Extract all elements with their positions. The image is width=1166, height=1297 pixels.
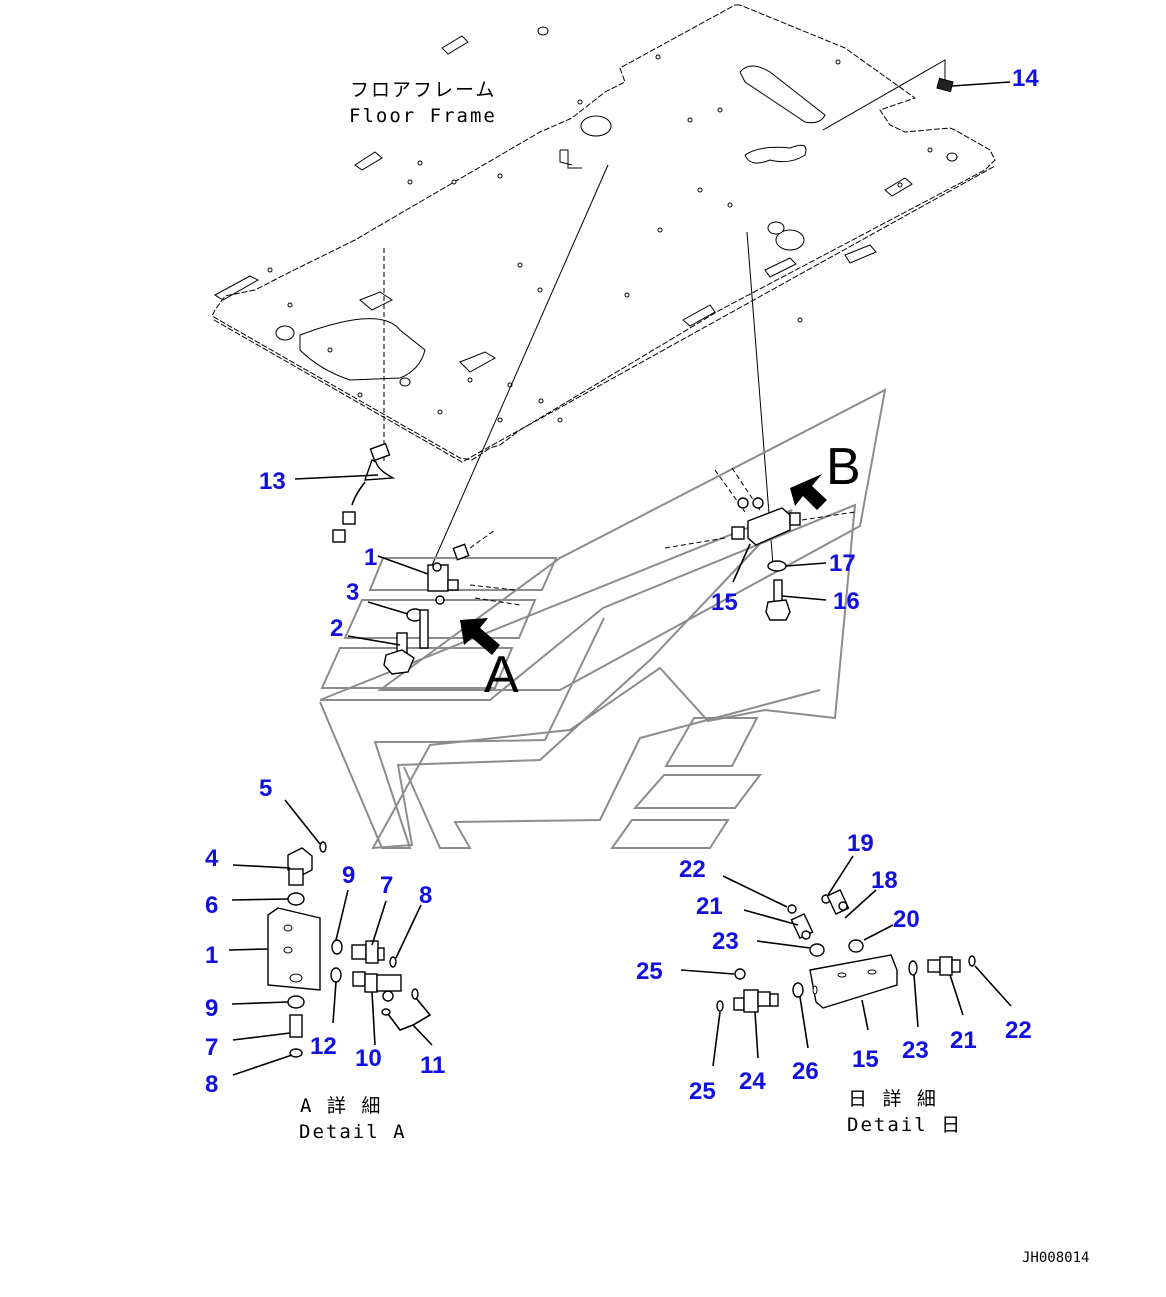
callout-7-lower: 7 [205, 1034, 218, 1061]
centerline [429, 164, 609, 571]
callout-21-right: 21 [950, 1027, 977, 1054]
callout-9-lower: 9 [205, 995, 218, 1022]
callout-23-right: 23 [902, 1037, 929, 1064]
callout-1-detail: 1 [205, 942, 218, 969]
view-letter-a: A [484, 646, 519, 704]
callout-17: 17 [829, 550, 856, 577]
arrow-b-icon [790, 474, 827, 510]
detail-b-caption-en: Detail 日 [847, 1114, 962, 1136]
detail-a [267, 841, 419, 1058]
connector-14 [936, 77, 954, 93]
valve-block-15 [664, 467, 856, 549]
callout-6: 6 [205, 892, 218, 919]
detail-b [716, 889, 976, 1013]
callout-3: 3 [346, 579, 359, 606]
callout-11: 11 [420, 1052, 445, 1079]
valve-block-1 [427, 529, 521, 606]
callout-10: 10 [355, 1045, 382, 1072]
callout-8: 8 [419, 882, 432, 909]
callout-21: 21 [696, 893, 723, 920]
callout-13: 13 [259, 468, 286, 495]
callout-12: 12 [310, 1033, 337, 1060]
floor-frame-title-jp: フロアフレーム [350, 79, 496, 101]
bolt-2 [383, 632, 415, 675]
detail-b-caption-jp: 日 詳 細 [848, 1088, 938, 1110]
callout-4: 4 [205, 845, 219, 872]
callout-25-lower: 25 [689, 1078, 716, 1105]
callout-9: 9 [342, 862, 355, 889]
floor-frame [211, 4, 996, 463]
callout-20: 20 [893, 906, 920, 933]
callout-14: 14 [1012, 65, 1039, 92]
callout-15: 15 [711, 589, 738, 616]
callout-26: 26 [792, 1058, 819, 1085]
callout-25: 25 [636, 958, 663, 985]
callout-24: 24 [739, 1068, 766, 1095]
callout-7: 7 [380, 872, 393, 899]
view-letter-b: B [826, 438, 861, 496]
callout-23: 23 [712, 928, 739, 955]
drawing-id: JH008014 [1022, 1250, 1089, 1266]
floor-frame-title-en: Floor Frame [349, 105, 497, 127]
centerline [822, 59, 946, 131]
callout-5: 5 [259, 775, 272, 802]
cab-floor-panels [319, 388, 887, 850]
callout-19: 19 [847, 830, 874, 857]
centerline [746, 231, 774, 566]
washer-17 [767, 560, 787, 572]
detail-a-caption-en: Detail A [299, 1121, 407, 1143]
detail-a-caption-jp: A 詳 細 [300, 1095, 382, 1117]
arrow-a-icon [460, 618, 500, 655]
callout-15-detail: 15 [852, 1046, 879, 1073]
callout-8-lower: 8 [205, 1071, 218, 1098]
callout-2: 2 [330, 615, 343, 642]
callout-1: 1 [364, 544, 377, 571]
callout-22: 22 [679, 856, 706, 883]
callout-18: 18 [871, 867, 898, 894]
bolt-2-alt [419, 609, 429, 649]
callout-16: 16 [833, 588, 860, 615]
callout-22-right: 22 [1005, 1017, 1032, 1044]
bolt-16 [765, 579, 791, 621]
